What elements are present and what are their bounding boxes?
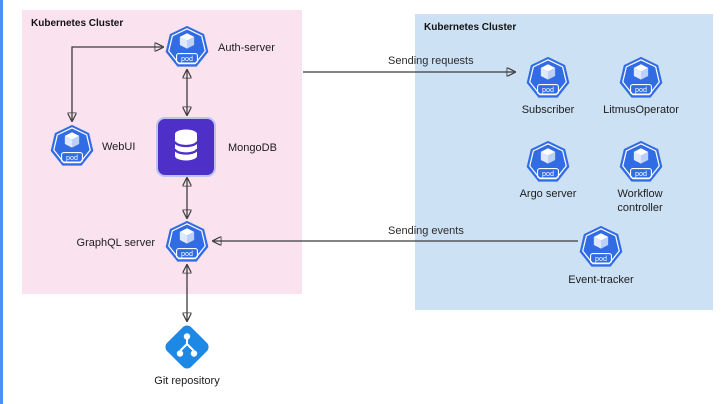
cluster-execution-plane-label: Kubernetes Cluster [424, 22, 517, 33]
pod-icon [526, 140, 570, 183]
pod-icon [165, 25, 209, 68]
label-litmus-operator: LitmusOperator [603, 104, 679, 116]
node-litmus-operator [619, 56, 663, 100]
left-border-accent [0, 0, 3, 404]
label-auth-server: Auth-server [218, 42, 275, 54]
label-mongodb: MongoDB [228, 142, 277, 154]
label-webui: WebUI [102, 141, 136, 153]
cluster-control-plane-label: Kubernetes Cluster [31, 18, 124, 29]
node-event-tracker [579, 225, 623, 269]
label-workflow-controller: Workflow controller [617, 188, 663, 215]
pod-icon [165, 220, 209, 263]
pod-icon [619, 56, 663, 99]
pod-icon [619, 140, 663, 183]
node-mongodb [155, 116, 217, 178]
edge-label-sending-requests: Sending requests [388, 55, 474, 67]
git-branch-icon [176, 333, 198, 357]
label-argo-server: Argo server [519, 188, 577, 200]
label-event-tracker: Event-tracker [568, 274, 634, 286]
node-workflow-controller [619, 140, 663, 184]
pod-icon [579, 225, 623, 268]
pod-icon [50, 124, 94, 167]
node-webui [50, 124, 94, 168]
label-subscriber: Subscriber [521, 104, 575, 116]
database-icon [156, 117, 216, 177]
node-subscriber [526, 56, 570, 100]
edge-label-sending-events: Sending events [388, 225, 464, 237]
label-graphql-server: GraphQL server [76, 237, 155, 249]
pod-icon [526, 56, 570, 99]
node-graphql-server [165, 220, 209, 264]
label-git-repository: Git repository [154, 375, 220, 387]
node-auth-server [165, 25, 209, 69]
node-argo-server [526, 140, 570, 184]
